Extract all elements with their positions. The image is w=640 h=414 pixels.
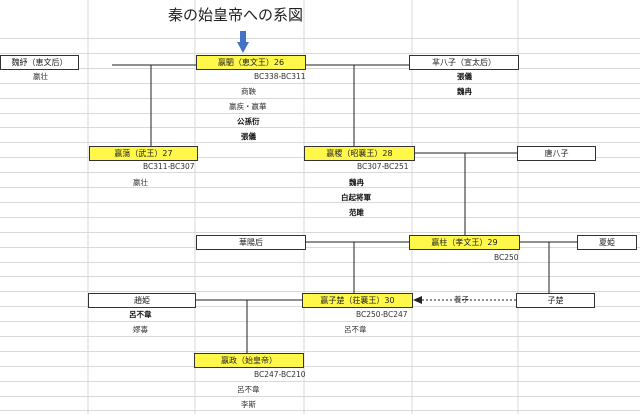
note-shojo-1: 魏冉 [349, 178, 364, 187]
note-shikou-1: 呂不韋 [237, 385, 260, 394]
node-keibun-gogo: 魏紓（恵文后） [0, 55, 79, 70]
note-shikou-dates: BC247-BC210 [254, 370, 306, 379]
note-bu-dates: BC311-BC307 [143, 162, 195, 171]
note-shojo-2: 白起将軍 [341, 193, 371, 202]
note-keibun-3: 公孫衍 [237, 117, 260, 126]
node-kayogo: 華陽后 [196, 235, 306, 250]
note-shojo-dates: BC307-BC251 [357, 162, 409, 171]
note-chouki-2: 嫪毐 [133, 325, 148, 334]
note-bu-1: 嬴壮 [133, 178, 148, 187]
diagram-title: 秦の始皇帝への系図 [168, 6, 304, 24]
node-shikou: 嬴政（始皇帝） [194, 353, 304, 368]
node-shojo: 嬴稷（昭襄王）28 [304, 146, 415, 161]
note-senhachishi-1: 張儀 [457, 72, 472, 81]
down-arrow-icon [237, 31, 249, 53]
note-keibun-1: 商鞅 [241, 87, 256, 96]
node-senhachishi: 芈八子（宣太后） [409, 55, 519, 70]
note-keibun-4: 張儀 [241, 132, 256, 141]
note-shojo-3: 范雎 [349, 208, 364, 217]
node-keibun: 嬴駟（恵文王）26 [196, 55, 306, 70]
note-soujo-dates: BC250-BC247 [356, 310, 408, 319]
adopt-label: 養子 [454, 295, 469, 304]
node-kaki: 夏姫 [577, 235, 637, 250]
node-chouki: 趙姫 [88, 293, 196, 308]
note-keibun-dates: BC338-BC311 [254, 72, 306, 81]
node-bu: 嬴蕩（武王）27 [89, 146, 198, 161]
note-senhachishi-2: 魏冉 [457, 87, 472, 96]
note-kobun-dates: BC250 [494, 253, 519, 262]
note-shikou-2: 李斯 [241, 400, 256, 409]
node-tohachishi: 唐八子 [517, 146, 596, 161]
note-keibun-gogo-1: 嬴壮 [33, 72, 48, 81]
node-soujo: 嬴子楚（荘襄王）30 [302, 293, 413, 308]
node-shiso: 子楚 [516, 293, 595, 308]
note-soujo-1: 呂不韋 [344, 325, 367, 334]
note-chouki-1: 呂不韋 [129, 310, 152, 319]
note-keibun-2: 嬴疾・嬴華 [229, 102, 267, 111]
node-kobun: 嬴柱（孝文王）29 [409, 235, 520, 250]
